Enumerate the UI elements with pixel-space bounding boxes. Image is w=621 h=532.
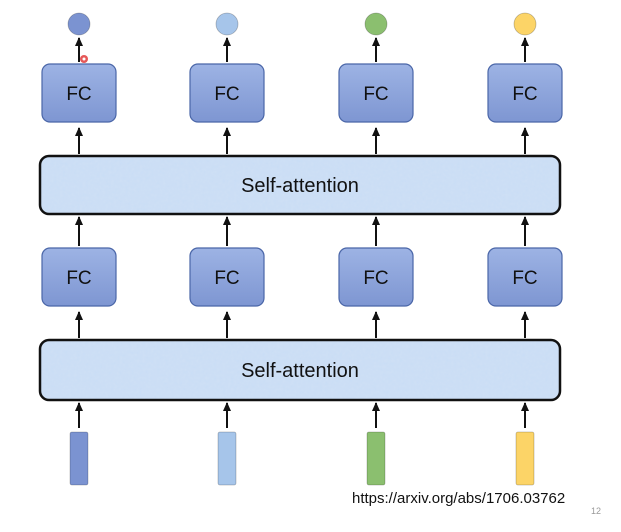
fc-lower-1: FC (41, 247, 117, 307)
self-attention-border (38, 338, 562, 402)
input-vector-1 (69, 431, 89, 486)
fc-label: FC (512, 268, 537, 289)
input-vector-4 (515, 431, 535, 486)
fc-label: FC (66, 84, 91, 105)
cursor-indicator (80, 55, 88, 63)
fc-block (487, 247, 563, 307)
self-attention-layer-lower: Self-attention (38, 338, 562, 402)
fc-layers: FC FC FC FC FC FC FC FC (41, 63, 563, 307)
fc-upper-2: FC (189, 63, 265, 123)
fc-block (487, 63, 563, 123)
fc-block (338, 247, 414, 307)
output-node-3 (364, 12, 388, 36)
fc-block (41, 63, 117, 123)
fc-label: FC (66, 268, 91, 289)
fc-label: FC (363, 84, 388, 105)
fc-upper-4: FC (487, 63, 563, 123)
fc-block (189, 247, 265, 307)
fc-label: FC (214, 268, 239, 289)
page-number: 12 (591, 506, 602, 516)
self-attention-label: Self-attention (241, 175, 359, 197)
output-node-1 (67, 12, 91, 36)
cursor-dot-center-icon (82, 57, 86, 61)
fc-label: FC (512, 84, 537, 105)
self-attention-texture (40, 340, 560, 400)
output-node-4 (513, 12, 537, 36)
self-attention-texture (40, 156, 560, 214)
self-attention-layer-upper: Self-attention (38, 154, 562, 216)
fc-block (189, 63, 265, 123)
fc-upper-1: FC (41, 63, 117, 123)
arrows (75, 37, 529, 428)
self-attention-border (38, 154, 562, 216)
self-attention-label: Self-attention (241, 360, 359, 382)
source-link[interactable]: https://arxiv.org/abs/1706.03762 (352, 490, 566, 507)
input-vectors (69, 431, 535, 486)
fc-lower-2: FC (189, 247, 265, 307)
fc-block (41, 247, 117, 307)
fc-lower-3: FC (338, 247, 414, 307)
fc-lower-4: FC (487, 247, 563, 307)
output-node-2 (215, 12, 239, 36)
fc-upper-3: FC (338, 63, 414, 123)
fc-label: FC (214, 84, 239, 105)
fc-block (338, 63, 414, 123)
fc-label: FC (363, 268, 388, 289)
input-vector-3 (366, 431, 386, 486)
input-vector-2 (217, 431, 237, 486)
output-nodes (67, 12, 537, 36)
